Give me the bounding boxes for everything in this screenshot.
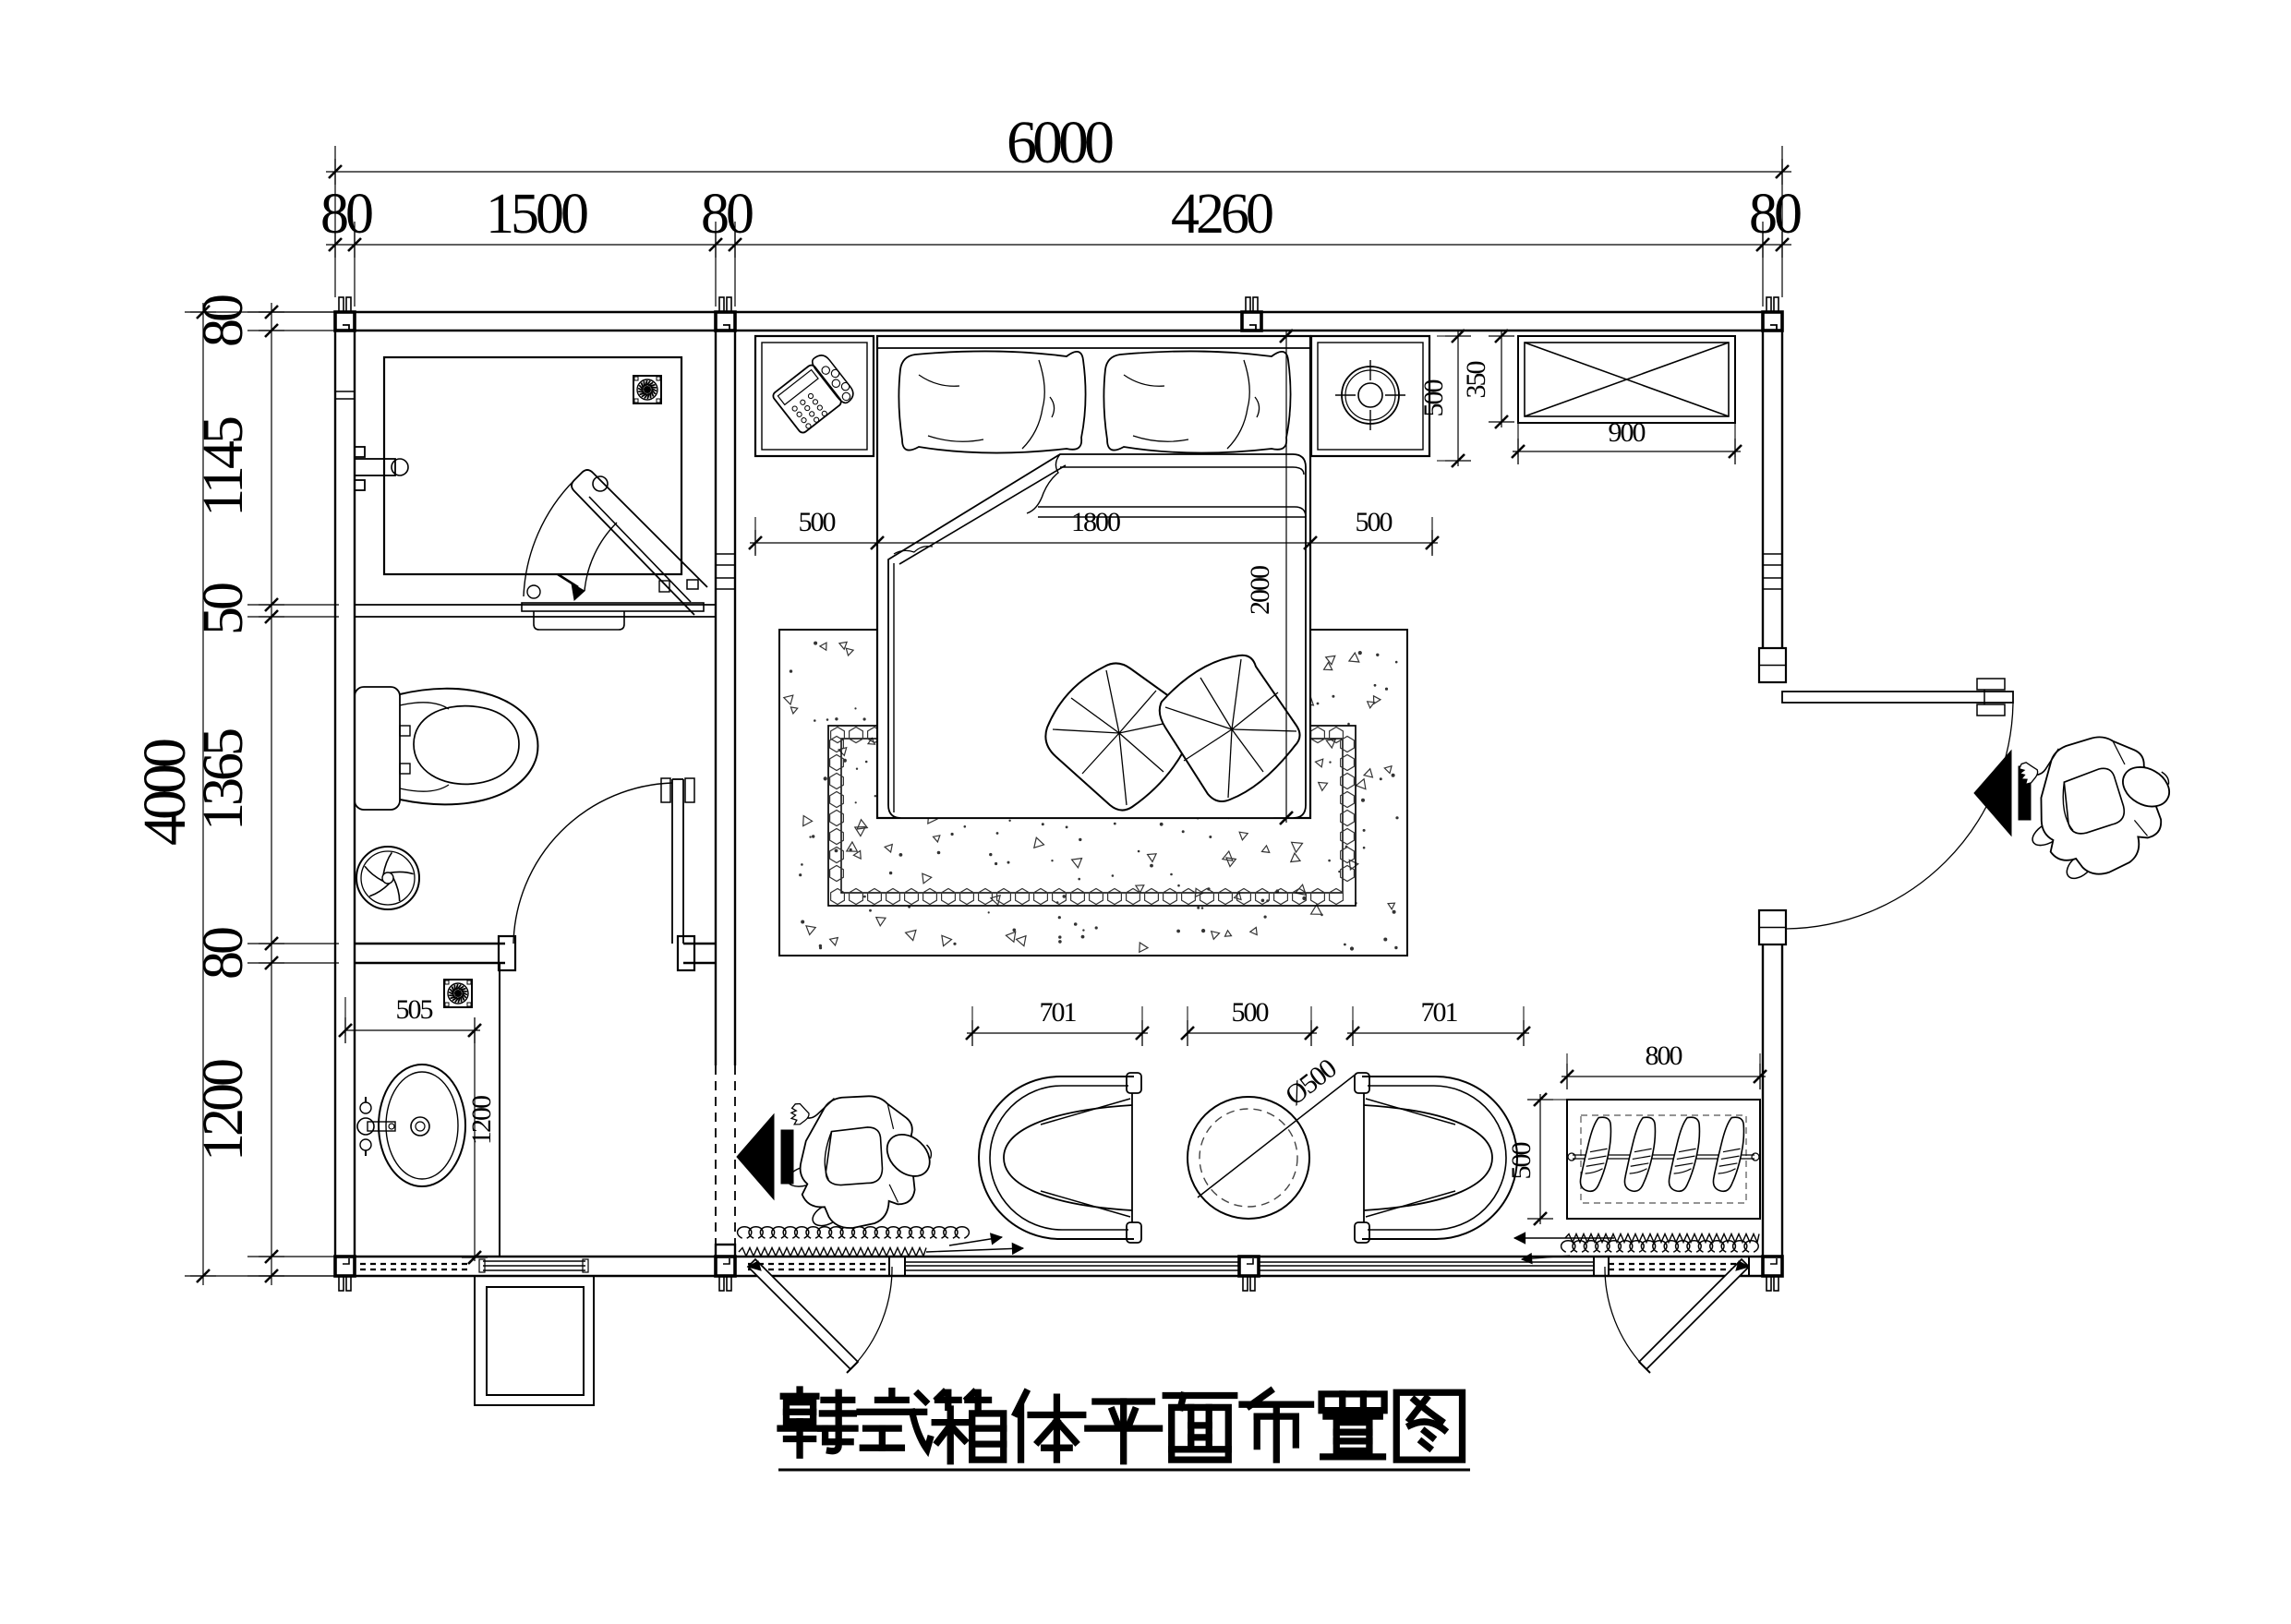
svg-text:900: 900 bbox=[1609, 417, 1646, 448]
svg-text:1200: 1200 bbox=[192, 1060, 255, 1161]
svg-text:500: 500 bbox=[1232, 997, 1269, 1028]
svg-text:80: 80 bbox=[320, 183, 372, 246]
svg-text:80: 80 bbox=[701, 183, 753, 246]
svg-text:4000: 4000 bbox=[131, 740, 199, 846]
svg-text:6000: 6000 bbox=[1007, 109, 1113, 176]
svg-text:701: 701 bbox=[1421, 997, 1458, 1028]
svg-text:500: 500 bbox=[1356, 507, 1393, 537]
svg-text:1800: 1800 bbox=[1071, 507, 1120, 537]
svg-text:1145: 1145 bbox=[192, 417, 255, 517]
svg-text:701: 701 bbox=[1040, 997, 1077, 1028]
svg-text:2000: 2000 bbox=[1245, 566, 1275, 615]
svg-text:500: 500 bbox=[799, 507, 836, 537]
svg-text:505: 505 bbox=[396, 994, 433, 1025]
svg-text:500: 500 bbox=[1506, 1143, 1537, 1180]
svg-text:80: 80 bbox=[192, 295, 255, 347]
svg-text:500: 500 bbox=[1418, 380, 1449, 417]
svg-text:80: 80 bbox=[192, 928, 255, 980]
svg-text:1200: 1200 bbox=[466, 1096, 497, 1145]
svg-text:50: 50 bbox=[192, 583, 255, 635]
svg-text:800: 800 bbox=[1646, 1041, 1682, 1071]
svg-text:1365: 1365 bbox=[192, 729, 255, 831]
svg-text:80: 80 bbox=[1749, 183, 1801, 246]
svg-text:350: 350 bbox=[1461, 362, 1491, 399]
svg-text:4260: 4260 bbox=[1171, 183, 1272, 246]
svg-text:1500: 1500 bbox=[486, 183, 587, 246]
